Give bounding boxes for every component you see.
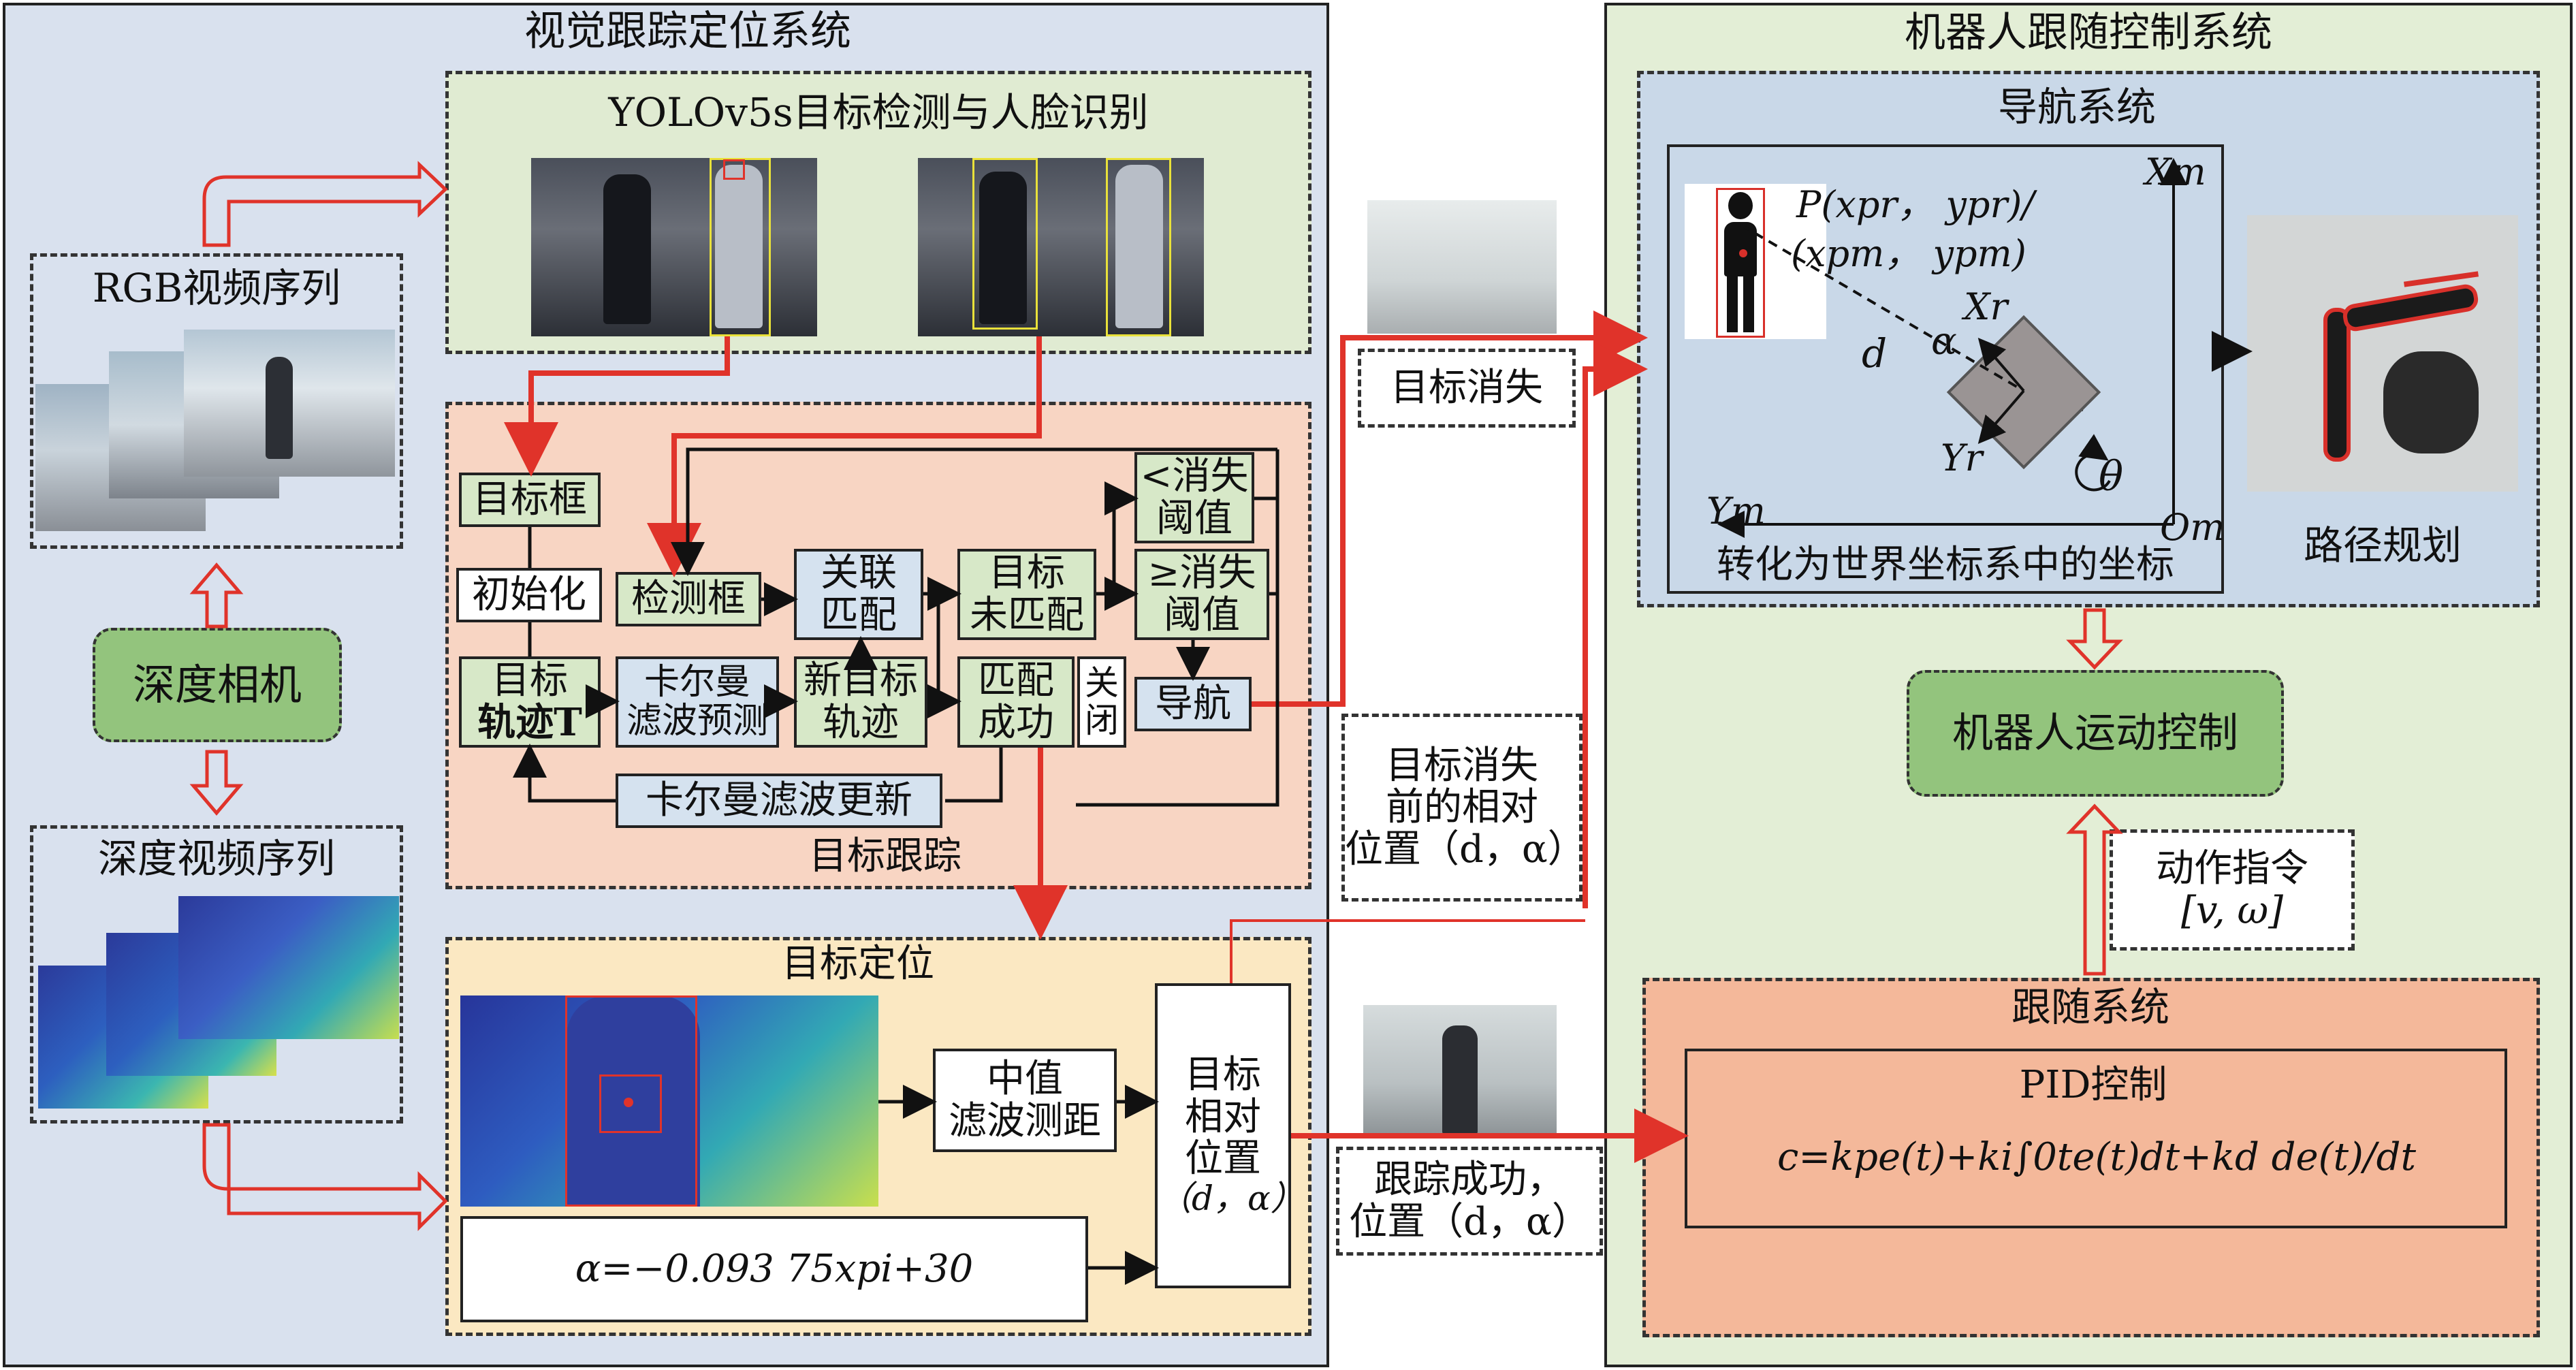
depth-sequence-label: 深度视频序列 [97, 835, 335, 882]
detection-photo-left [531, 158, 817, 336]
point-label-line1: P(xpr， ypr)/ [1796, 183, 2035, 226]
detect-box-node: 检测框 [616, 572, 761, 626]
median-filter-node: 中值滤波测距 [933, 1049, 1117, 1152]
prev-position-label: 目标消失 前的相对 位置（d，α） [1341, 714, 1586, 902]
localization-title: 目标定位 [782, 942, 934, 986]
below-threshold-node: <消失阈值 [1134, 452, 1254, 543]
association-node: 关联匹配 [794, 549, 923, 640]
depth-camera-box: 深度相机 [93, 628, 342, 742]
red-arrows [504, 310, 1689, 1163]
trajectory-node: 目标 轨迹T [459, 656, 601, 748]
pid-formula: c=kpe(t)+ki∫0te(t)dt+kd de(t)/dt [1777, 1135, 2417, 1179]
new-trajectory-node: 新目标轨迹 [794, 656, 927, 748]
alpha-formula-node: α=−0.093 75xpi+30 [460, 1216, 1088, 1322]
tracking-success-photo [1363, 1005, 1557, 1136]
point-label-line2: (xpm， ypm) [1791, 232, 2026, 275]
lost-target-photo [1367, 200, 1557, 334]
init-node: 初始化 [456, 568, 602, 622]
axis-xr-label: Xr [1964, 285, 2008, 328]
path-planning-label: 路径规划 [2303, 522, 2462, 569]
robot-system-title: 机器人跟随控制系统 [1905, 9, 2272, 57]
depth-localization-photo [460, 995, 878, 1207]
world-coords-caption: 转化为世界坐标系中的坐标 [1717, 543, 2174, 587]
detection-title: YOLOv5s目标检测与人脸识别 [608, 89, 1149, 136]
close-node: 关闭 [1077, 656, 1126, 748]
relative-position-node: 目标 相对 位置 （d，α） [1155, 983, 1305, 1288]
localization-connectors [878, 1085, 1159, 1285]
kalman-update-node: 卡尔曼滤波更新 [616, 774, 942, 828]
above-threshold-node: ≥消失阈值 [1134, 549, 1269, 640]
rgb-frame-3 [184, 330, 395, 477]
axis-yr-label: Yr [1941, 436, 1983, 479]
match-success-node: 匹配成功 [957, 656, 1075, 748]
tracking-title: 目标跟踪 [809, 834, 961, 878]
path-planning-map [2247, 215, 2518, 492]
world-axes [1717, 158, 2187, 538]
visual-system-title: 视觉跟踪定位系统 [524, 7, 851, 55]
pid-title: PID控制 [2019, 1063, 2167, 1107]
kalman-predict-node: 卡尔曼滤波预测 [616, 656, 779, 748]
target-lost-label: 目标消失 [1358, 349, 1576, 428]
follow-system-title: 跟随系统 [2011, 984, 2169, 1030]
tracking-connectors [513, 447, 1279, 807]
unmatched-node: 目标未匹配 [957, 549, 1096, 640]
depth-frame-3 [178, 896, 399, 1039]
distance-d-label: d [1862, 330, 1888, 377]
target-box-node: 目标框 [459, 473, 601, 527]
tracking-success-label: 跟踪成功，位置（d，α） [1336, 1147, 1603, 1256]
detection-photo-right [918, 158, 1204, 336]
rgb-sequence-label: RGB视频序列 [92, 265, 341, 311]
navigation-title: 导航系统 [1997, 84, 2156, 130]
action-command-box: 动作指令[v, ω] [2110, 829, 2355, 951]
axis-om-label: Om [2160, 506, 2225, 549]
angle-alpha-label: α [1931, 319, 1957, 364]
motion-control-box: 机器人运动控制 [1907, 670, 2284, 797]
hollow-arrows [189, 161, 2123, 1232]
angle-theta-label: θ [2099, 453, 2124, 500]
